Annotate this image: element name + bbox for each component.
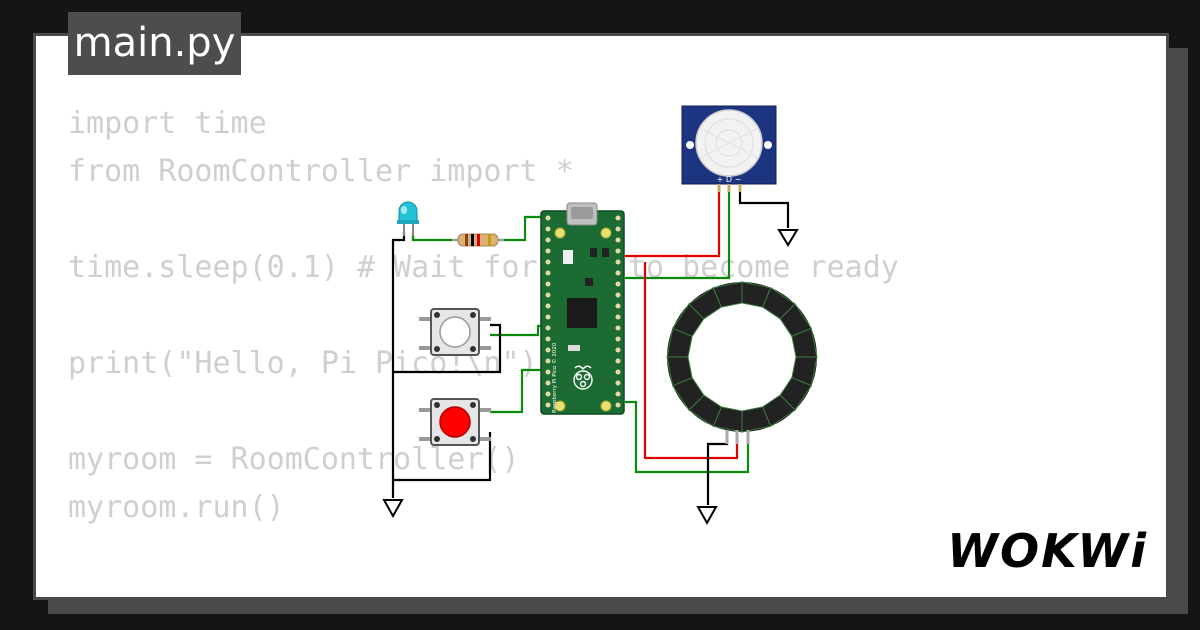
wires <box>391 188 790 505</box>
pir-pin-labels: + D − <box>717 175 742 184</box>
neopixel-ring[interactable] <box>666 281 818 444</box>
code-line: from RoomController import * <box>68 154 574 189</box>
resistor[interactable] <box>452 233 504 247</box>
wire-pir-ground[interactable] <box>738 188 790 228</box>
wire-pir-data[interactable] <box>625 188 731 280</box>
push-button-red[interactable] <box>419 398 491 446</box>
ring-pixel <box>712 281 743 308</box>
wire-resistor-pico[interactable] <box>500 215 548 242</box>
pico-pins-right <box>615 215 621 408</box>
wire-button-bottom-pico[interactable] <box>490 368 548 414</box>
file-tab-main-py[interactable]: main.py <box>68 12 241 75</box>
ground-symbol-ring <box>696 506 718 526</box>
wire-ring-ground[interactable] <box>706 432 729 505</box>
pico-board-label: Raspberry Pi Pico © 2020 <box>551 342 558 413</box>
wire-button-top-pico[interactable] <box>490 324 548 337</box>
pir-motion-sensor[interactable]: + D − <box>681 105 777 192</box>
wire-led-ground[interactable] <box>391 232 406 498</box>
wire-ring-data[interactable] <box>625 400 750 474</box>
wire-button-bottom-ground[interactable] <box>393 432 492 482</box>
pico-pins-left <box>545 215 551 408</box>
wire-button-top-ground[interactable] <box>393 323 502 374</box>
code-line: myroom = RoomController() <box>68 442 520 477</box>
wire-ring-power[interactable] <box>643 262 739 460</box>
code-line: import time <box>68 106 267 141</box>
push-button-white[interactable] <box>419 308 491 356</box>
ground-symbol-pir <box>777 229 799 247</box>
wire-pir-power[interactable] <box>625 188 721 258</box>
raspberry-logo-icon <box>573 365 593 390</box>
led[interactable] <box>397 201 419 236</box>
ring-pixels <box>666 281 818 433</box>
wire-led-resistor[interactable] <box>411 232 458 242</box>
wokwi-logo: WOKWi <box>947 524 1148 578</box>
code-line: myroom.run() <box>68 490 285 525</box>
ground-symbol-left <box>382 499 404 519</box>
raspberry-pi-pico[interactable]: Raspberry Pi Pico © 2020 <box>540 202 625 415</box>
